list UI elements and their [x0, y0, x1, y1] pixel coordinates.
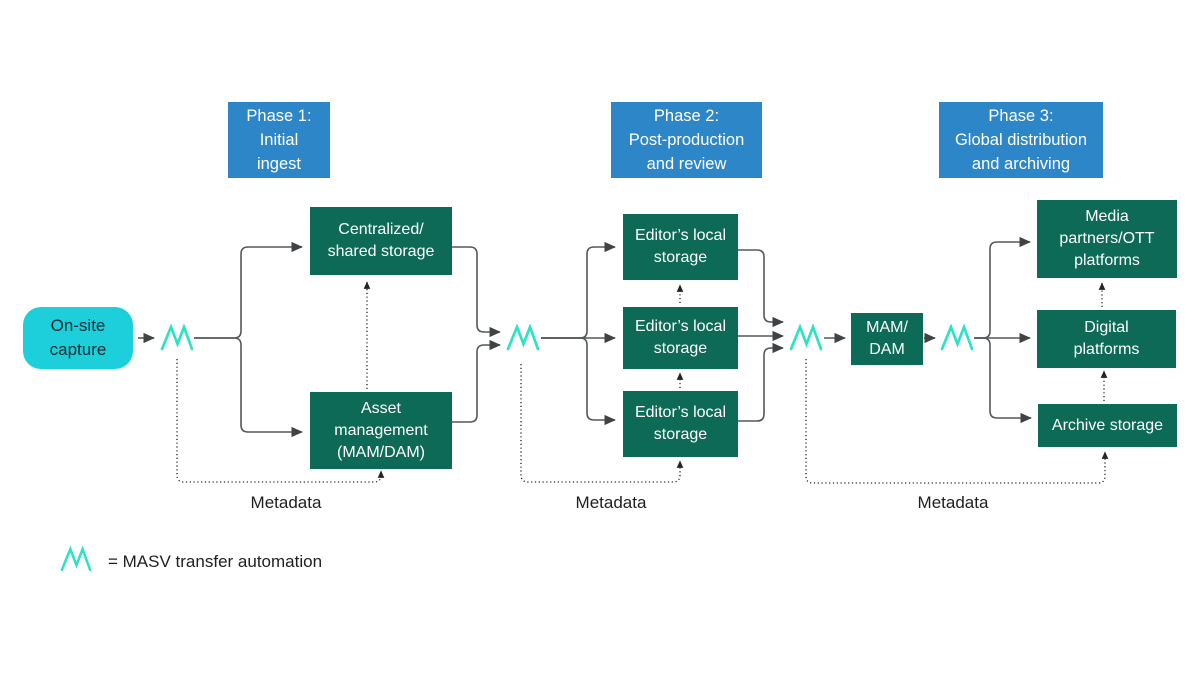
node-archive-storage: Archive storage — [1038, 404, 1177, 447]
metadata-label-phase2: Metadata — [575, 493, 647, 512]
metadata-label-phase1: Metadata — [250, 493, 322, 512]
phase-1-header: Phase 1: Initial ingest — [228, 102, 330, 178]
masv-zigzag-icon-legend — [60, 545, 92, 578]
arrow-masv2-to-editor1 — [541, 241, 616, 339]
masv-zigzag-icon-3 — [789, 324, 823, 351]
node-media-partners-ott: Media partners/OTT platforms — [1037, 200, 1177, 278]
legend-text: = MASV transfer automation — [108, 551, 323, 571]
phase-3-header: Phase 3: Global distribution and archivi… — [939, 102, 1103, 178]
arrow-masv4-to-archive — [974, 337, 1032, 424]
arrow-editor3-to-masv3 — [738, 342, 784, 422]
arrow-asset-to-masv2 — [452, 339, 501, 423]
arrow-masv1-to-asset — [194, 337, 303, 438]
node-editor-local-storage-3: Editor’s local storage — [623, 391, 738, 457]
masv-zigzag-icon-4 — [940, 324, 974, 351]
node-editor-local-storage-2: Editor’s local storage — [623, 307, 738, 369]
node-mam-dam: MAM/ DAM — [851, 313, 923, 365]
arrow-masv4-to-media — [974, 236, 1031, 339]
node-centralized-shared-storage: Centralized/ shared storage — [310, 207, 452, 275]
node-digital-platforms: Digital platforms — [1037, 310, 1176, 368]
arrow-masv1-to-centralized — [194, 241, 303, 339]
metadata-label-phase3: Metadata — [917, 493, 989, 512]
node-editor-local-storage-1: Editor’s local storage — [623, 214, 738, 280]
arrow-masv2-to-editor3 — [541, 337, 616, 426]
arrow-editor1-to-masv3 — [738, 249, 784, 328]
node-onsite-capture: On-site capture — [23, 307, 133, 369]
legend: = MASV transfer automation — [60, 545, 322, 578]
masv-zigzag-icon-2 — [506, 324, 540, 351]
node-asset-management: Asset management (MAM/DAM) — [310, 392, 452, 469]
phase-2-header: Phase 2: Post-production and review — [611, 102, 762, 178]
arrow-centralized-to-masv2 — [452, 246, 501, 338]
masv-zigzag-icon-1 — [160, 324, 194, 351]
